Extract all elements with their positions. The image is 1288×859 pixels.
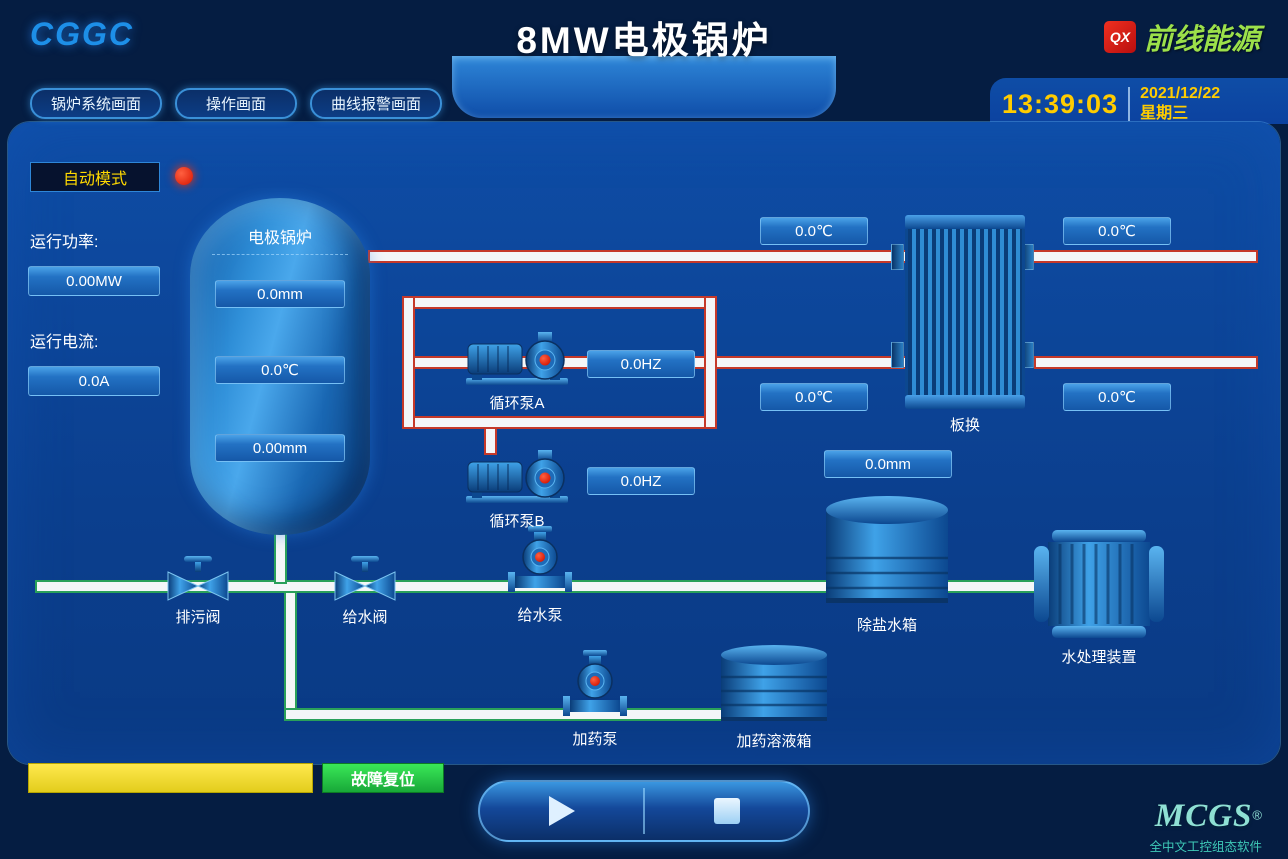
pipe-return-right bbox=[1034, 356, 1258, 369]
boiler-temp-value: 0.0℃ bbox=[215, 356, 345, 384]
boiler-label: 电极锅炉 bbox=[247, 230, 312, 247]
pipe-pump-b-drop bbox=[484, 427, 497, 455]
hx-temp-top-left: 0.0℃ bbox=[760, 217, 868, 245]
dosing-tank-icon bbox=[721, 645, 827, 721]
feed-pump-label: 给水泵 bbox=[517, 607, 563, 624]
pump-b-frequency: 0.0HZ bbox=[587, 467, 695, 495]
boiler-level2-value: 0.00mm bbox=[215, 434, 345, 462]
circulation-pump-b-icon[interactable] bbox=[462, 448, 572, 504]
auto-mode-button[interactable]: 自动模式 bbox=[30, 162, 160, 192]
tab-boiler-system[interactable]: 锅炉系统画面 bbox=[30, 88, 162, 119]
control-divider bbox=[643, 788, 645, 834]
mcgs-logo-text: MCGS bbox=[1154, 798, 1253, 834]
alarm-indicator-dot bbox=[175, 167, 193, 185]
tab-curve-alarm[interactable]: 曲线报警画面 bbox=[310, 88, 442, 119]
hx-flange-bottom-left bbox=[891, 342, 904, 368]
hx-top-cap bbox=[905, 215, 1025, 229]
date-text: 2021/12/22 bbox=[1140, 85, 1221, 102]
hx-bottom-cap bbox=[905, 395, 1025, 409]
title-banner bbox=[452, 56, 836, 118]
pump-a-label: 循环泵A bbox=[489, 395, 545, 412]
power-value: 0.00MW bbox=[28, 266, 160, 296]
pipe-loop-top bbox=[402, 296, 717, 309]
plate-heat-exchanger-icon bbox=[905, 215, 1025, 409]
drain-valve-label: 排污阀 bbox=[175, 609, 221, 626]
circulation-pump-a-icon[interactable] bbox=[462, 330, 572, 386]
pipe-supply-top bbox=[368, 250, 1258, 263]
demin-tank-label: 除盐水箱 bbox=[856, 617, 917, 634]
clock-area: 13:39:03 2021/12/22 星期三 bbox=[1002, 84, 1220, 124]
weekday-text: 星期三 bbox=[1140, 105, 1189, 122]
run-control-bar bbox=[478, 780, 810, 842]
current-value: 0.0A bbox=[28, 366, 160, 396]
hx-flange-top-left bbox=[891, 244, 904, 270]
pipe-loop-left bbox=[402, 296, 415, 429]
clock-time: 13:39:03 bbox=[1002, 88, 1119, 119]
feed-valve-icon[interactable] bbox=[333, 556, 397, 602]
pipe-loop-right bbox=[704, 296, 717, 429]
dosing-pump-label: 加药泵 bbox=[572, 731, 618, 748]
brand-icon: QX bbox=[1103, 21, 1136, 53]
dosing-pump-icon[interactable] bbox=[563, 650, 627, 716]
water-treatment-label: 水处理装置 bbox=[1061, 649, 1137, 666]
water-treatment-icon bbox=[1034, 530, 1164, 638]
hx-temp-top-right: 0.0℃ bbox=[1063, 217, 1171, 245]
clock-separator bbox=[1128, 87, 1131, 121]
dosing-tank-label: 加药溶液箱 bbox=[736, 733, 812, 750]
fault-reset-button[interactable]: 故障复位 bbox=[322, 763, 444, 793]
pipe-dosing-line bbox=[284, 708, 730, 721]
stop-icon bbox=[713, 798, 740, 824]
hx-temp-bottom-left: 0.0℃ bbox=[760, 383, 868, 411]
stop-button[interactable] bbox=[645, 782, 808, 840]
mcgs-reg-mark: ® bbox=[1252, 807, 1262, 823]
current-label: 运行电流: bbox=[30, 334, 99, 351]
start-button[interactable] bbox=[480, 782, 643, 840]
brand-logo: QX 前线能源 bbox=[1103, 16, 1260, 58]
hx-label: 板换 bbox=[949, 417, 980, 434]
pipe-loop-bottom bbox=[402, 416, 717, 429]
alarm-message-bar bbox=[28, 763, 313, 793]
power-label: 运行功率: bbox=[30, 234, 99, 251]
clock-panel bbox=[990, 78, 1288, 124]
tab-operation[interactable]: 操作画面 bbox=[175, 88, 297, 119]
electrode-boiler-vessel: 电极锅炉 0.0mm 0.0℃ 0.00mm bbox=[190, 198, 370, 535]
feed-valve-label: 给水阀 bbox=[342, 609, 388, 626]
play-icon bbox=[548, 796, 575, 826]
pump-b-label: 循环泵B bbox=[489, 513, 545, 530]
demin-tank-level: 0.0mm bbox=[824, 450, 952, 478]
page-title: 8MW电极锅炉 bbox=[516, 20, 772, 61]
hx-plates bbox=[905, 229, 1025, 395]
mcgs-subtitle: 全中文工控组态软件 bbox=[1149, 840, 1262, 854]
boiler-divider bbox=[212, 254, 348, 255]
demin-tank-icon bbox=[826, 496, 948, 603]
drain-valve-icon[interactable] bbox=[166, 556, 230, 602]
pump-a-frequency: 0.0HZ bbox=[587, 350, 695, 378]
feed-pump-icon[interactable] bbox=[508, 526, 572, 592]
mcgs-logo: MCGS® 全中文工控组态软件 bbox=[1149, 798, 1262, 855]
boiler-level-value: 0.0mm bbox=[215, 280, 345, 308]
company-logo: CGGC bbox=[30, 16, 134, 52]
pipe-dosing-riser bbox=[284, 591, 297, 715]
brand-name: 前线能源 bbox=[1143, 22, 1260, 56]
clock-date: 2021/12/22 星期三 bbox=[1140, 84, 1220, 124]
hx-temp-bottom-right: 0.0℃ bbox=[1063, 383, 1171, 411]
